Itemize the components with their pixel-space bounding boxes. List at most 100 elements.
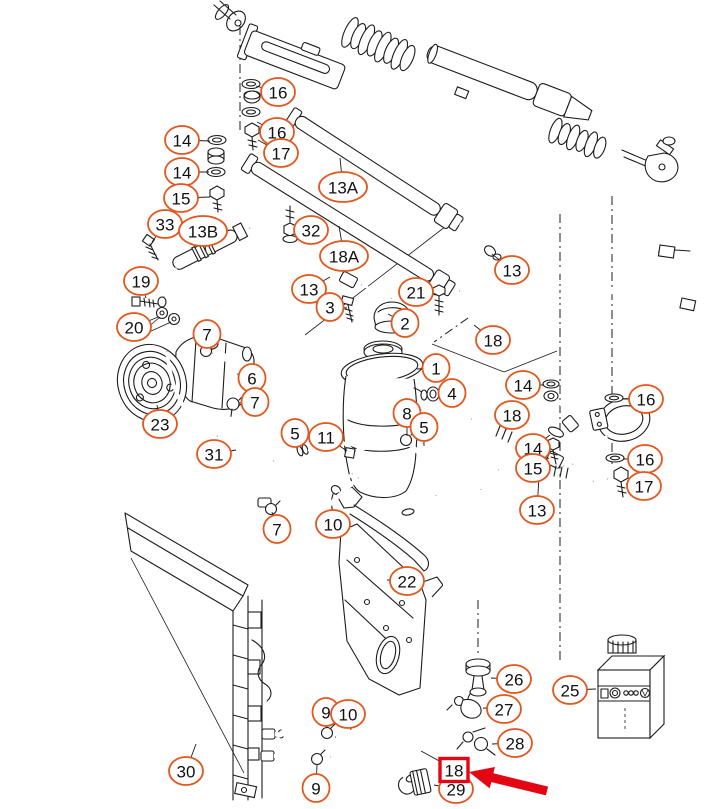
callout-label: 15	[524, 460, 543, 479]
fastener-column-14-15	[206, 134, 227, 213]
callout-label: 31	[205, 446, 224, 465]
callout-9[interactable]: 9	[301, 773, 331, 803]
callout-label: 13B	[188, 223, 218, 242]
callout-label: 30	[177, 763, 196, 782]
return-hose-18a	[240, 153, 697, 312]
callout-label: 6	[247, 370, 256, 389]
callout-label: 14	[173, 132, 192, 151]
callout-14[interactable]: 14	[164, 157, 200, 187]
callout-17[interactable]: 17	[626, 471, 662, 501]
clip-29	[397, 768, 432, 796]
callout-7[interactable]: 7	[192, 319, 222, 349]
callout-label: 5	[290, 425, 299, 444]
callout-13[interactable]: 13	[291, 274, 327, 304]
callout-label: 3	[325, 299, 334, 318]
callout-18[interactable]: 18	[494, 400, 530, 430]
callout-13[interactable]: 13	[519, 495, 555, 525]
callout-18[interactable]: 18	[475, 325, 511, 355]
bolt-33	[141, 233, 159, 261]
hose-5-left-and-line-11	[273, 444, 356, 464]
callout-3[interactable]: 3	[315, 292, 345, 322]
callout-label: 4	[447, 385, 456, 404]
callout-23[interactable]: 23	[142, 409, 178, 439]
callout-25[interactable]: 25	[552, 675, 588, 705]
callout-27[interactable]: 27	[486, 694, 522, 724]
callout-13A[interactable]: 13A	[318, 171, 368, 203]
callout-16[interactable]: 16	[627, 444, 663, 474]
callout-20[interactable]: 20	[116, 312, 152, 342]
callout-label: 7	[272, 521, 281, 540]
callout-28[interactable]: 28	[497, 728, 533, 758]
callout-label: 16	[269, 84, 288, 103]
oil-bottle-25	[596, 634, 666, 740]
callout-label: 13	[503, 262, 522, 281]
callout-label: 18A	[329, 248, 360, 267]
callout-16[interactable]: 16	[260, 77, 296, 107]
callout-4[interactable]: 4	[437, 378, 467, 408]
callout-label: 20	[125, 319, 144, 338]
callout-label: 18	[484, 332, 503, 351]
highlight-label: 18	[445, 762, 464, 781]
callout-33[interactable]: 33	[147, 209, 183, 239]
callout-14[interactable]: 14	[505, 370, 541, 400]
callout-26[interactable]: 26	[496, 664, 532, 694]
callout-15[interactable]: 15	[515, 453, 551, 483]
callout-label: 22	[398, 573, 417, 592]
pointer-arrow	[469, 767, 549, 796]
callout-16[interactable]: 16	[628, 384, 664, 414]
callout-14[interactable]: 14	[164, 125, 200, 155]
callout-label: 16	[268, 124, 287, 143]
callout-label: 32	[302, 222, 321, 241]
callout-label: 11	[317, 429, 335, 448]
callout-11[interactable]: 11	[308, 422, 344, 452]
hose-5-right	[355, 438, 431, 516]
bolt-3	[340, 295, 355, 323]
callout-label: 26	[505, 671, 524, 690]
callout-7[interactable]: 7	[240, 387, 270, 417]
callout-31[interactable]: 31	[196, 439, 232, 469]
callout-2[interactable]: 2	[390, 308, 420, 338]
callout-7[interactable]: 7	[262, 514, 292, 544]
callout-label: 14	[514, 377, 533, 396]
tie-rod-end	[621, 136, 679, 183]
supply-pipe-13b	[157, 218, 392, 308]
callout-label: 15	[172, 190, 191, 209]
callout-label: 10	[339, 706, 358, 725]
callout-30[interactable]: 30	[168, 756, 204, 786]
callout-5[interactable]: 5	[409, 412, 439, 442]
callout-label: 9	[311, 780, 320, 799]
callout-10[interactable]: 10	[315, 509, 351, 539]
callout-21[interactable]: 21	[398, 277, 434, 307]
callout-13B[interactable]: 13B	[178, 215, 228, 247]
bracket-27	[446, 695, 482, 719]
highlighted-callout-18[interactable]: 18	[438, 756, 470, 784]
callout-label: 23	[151, 416, 170, 435]
fastener-column-16-17	[241, 78, 261, 151]
radiator-30	[124, 512, 285, 801]
cooler-pipe-31	[165, 351, 354, 516]
callout-18A[interactable]: 18A	[319, 240, 369, 272]
callout-label: 29	[447, 781, 466, 800]
callout-13[interactable]: 13	[494, 255, 530, 285]
callout-17[interactable]: 17	[263, 138, 299, 168]
callout-label: 13	[300, 281, 319, 300]
callout-32[interactable]: 32	[293, 215, 329, 245]
callout-22[interactable]: 22	[389, 566, 425, 596]
callout-15[interactable]: 15	[163, 183, 199, 213]
right-washers-bolt	[604, 393, 629, 498]
callout-label: 14	[173, 164, 192, 183]
callout-label: 9	[321, 704, 330, 723]
callout-19[interactable]: 19	[123, 266, 159, 296]
callout-label: 25	[561, 682, 580, 701]
callout-1[interactable]: 1	[421, 353, 451, 383]
highlight-annotation: 18	[420, 750, 549, 796]
callout-label: 13A	[328, 179, 359, 198]
callout-label: 17	[635, 478, 654, 497]
callout-10[interactable]: 10	[330, 699, 366, 729]
callout-label: 2	[400, 315, 409, 334]
callout-5[interactable]: 5	[280, 418, 310, 448]
callout-label: 7	[202, 326, 211, 345]
callout-label: 21	[407, 284, 426, 303]
